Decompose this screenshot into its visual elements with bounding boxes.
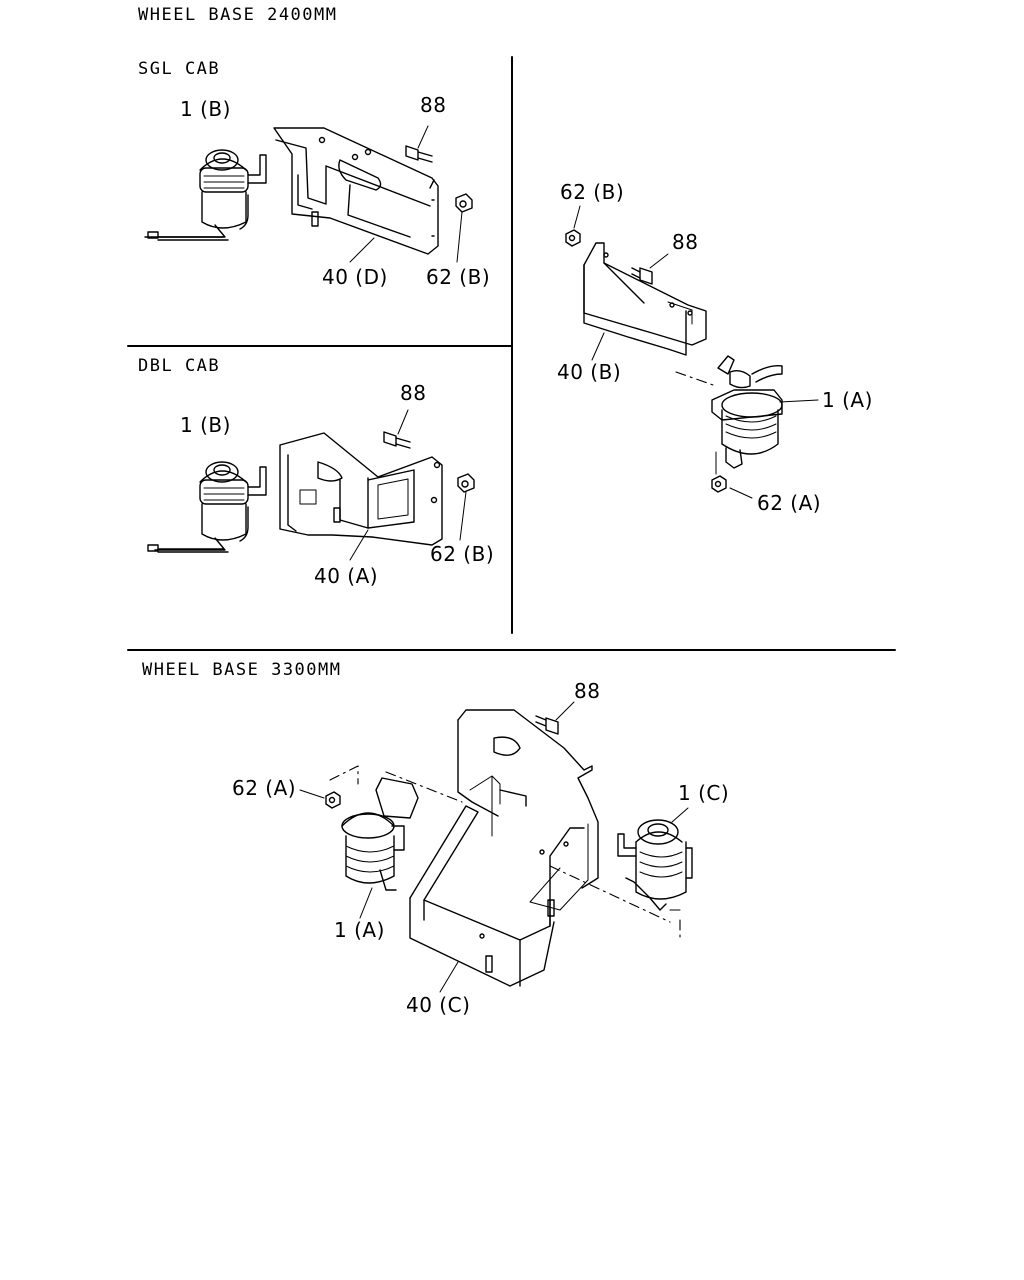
- section-title-wb2400: WHEEL BASE 2400MM: [138, 5, 338, 25]
- right-bolt: [631, 267, 653, 285]
- callout-wb3300-bolt: 88: [574, 679, 601, 703]
- callout-right-bracket: 40 (B): [557, 360, 622, 384]
- sgl-bracket: [273, 127, 439, 255]
- callout-wb3300-fuel-filter-a: 1 (A): [334, 918, 385, 942]
- callout-sgl-bracket: 40 (D): [322, 265, 388, 289]
- callout-wb3300-fuel-filter-c: 1 (C): [678, 781, 730, 805]
- callout-dbl-bolt: 88: [400, 381, 427, 405]
- callout-dbl-nut: 62 (B): [430, 542, 495, 566]
- callout-right-nut-b: 62 (B): [560, 180, 625, 204]
- wb3300-fuel-filter-c: [617, 819, 693, 911]
- wb3300-bracket: [409, 709, 599, 987]
- section-title-dbl-cab: DBL CAB: [138, 356, 221, 376]
- dbl-fuel-filter: [147, 461, 267, 553]
- wb3300-bolt: [535, 715, 559, 735]
- dbl-bolt: [383, 431, 411, 449]
- callout-wb3300-bracket: 40 (C): [406, 993, 471, 1017]
- right-nut-b: [565, 229, 581, 247]
- section-title-wb3300: WHEEL BASE 3300MM: [142, 660, 342, 680]
- sgl-bolt: [405, 145, 433, 163]
- callout-sgl-fuel-filter: 1 (B): [180, 97, 231, 121]
- callout-dbl-bracket: 40 (A): [314, 564, 379, 588]
- sgl-fuel-filter: [144, 149, 267, 241]
- callout-right-bolt: 88: [672, 230, 699, 254]
- wb3300-nut: [325, 791, 341, 809]
- callout-wb3300-nut: 62 (A): [232, 776, 297, 800]
- wb3300-fuel-filter-a: [341, 777, 419, 891]
- callout-sgl-bolt: 88: [420, 93, 447, 117]
- dbl-bracket: [279, 432, 443, 546]
- sgl-nut: [455, 193, 473, 213]
- right-fuel-filter: [711, 355, 783, 469]
- dbl-nut: [457, 473, 475, 493]
- callout-right-fuel-filter: 1 (A): [822, 388, 873, 412]
- right-nut-a: [711, 475, 727, 493]
- callout-right-nut-a: 62 (A): [757, 491, 822, 515]
- callout-sgl-nut: 62 (B): [426, 265, 491, 289]
- section-title-sgl-cab: SGL CAB: [138, 59, 221, 79]
- right-bracket: [583, 242, 707, 356]
- callout-dbl-fuel-filter: 1 (B): [180, 413, 231, 437]
